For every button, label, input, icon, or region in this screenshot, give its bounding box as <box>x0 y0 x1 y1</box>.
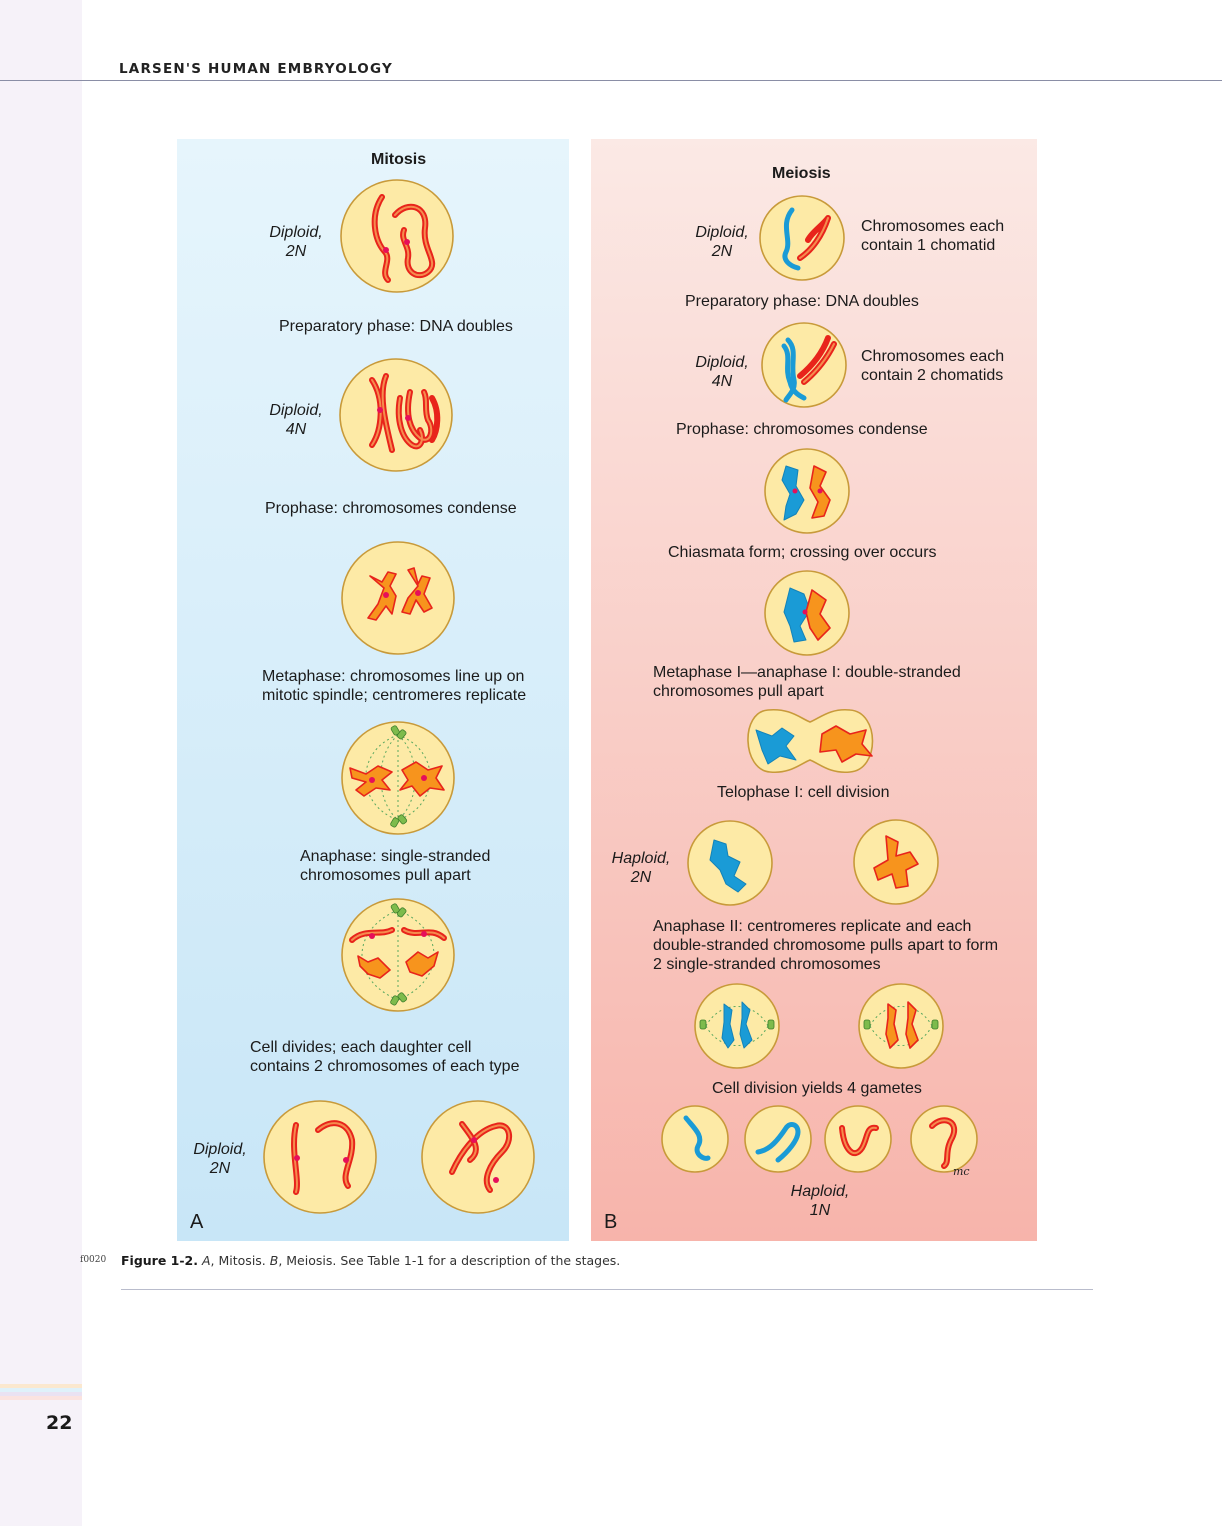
label-line: Cell divides; each daughter cell <box>250 1039 472 1056</box>
label-line: chromosomes pull apart <box>300 867 471 884</box>
caption-part-a-text: , Mitosis. <box>210 1253 270 1268</box>
label-line: Metaphase I—anaphase I: double-stranded <box>653 664 961 681</box>
mitosis-cell-metaphase <box>341 721 455 835</box>
meiosis-cell-haploid-left <box>687 820 773 906</box>
caption-label: Figure 1-2. <box>121 1253 198 1268</box>
meiosis-anaphase2-label: Anaphase II: centromeres replicate and e… <box>653 917 998 974</box>
label-line: 2 single-stranded chromosomes <box>653 956 881 973</box>
label-line: double-stranded chromosome pulls apart t… <box>653 937 999 954</box>
margin-color-stripe <box>0 1392 82 1396</box>
meiosis-ploidy-haploid-1n: Haploid, 1N <box>783 1182 857 1220</box>
meiosis-note-two-chromatids: Chromosomes each contain 2 chomatids <box>861 347 1004 385</box>
figure-caption: Figure 1-2. A, Mitosis. B, Meiosis. See … <box>121 1253 620 1268</box>
ploidy-text: 4N <box>711 373 733 390</box>
artist-signature: mc <box>953 1165 970 1178</box>
meiosis-cell-anaphase2-left <box>694 983 780 1069</box>
margin-color-stripe <box>0 1396 82 1400</box>
meiosis-gamete-2 <box>744 1105 812 1173</box>
mitosis-panel-letter: A <box>190 1211 204 1233</box>
caption-rule <box>121 1289 1093 1290</box>
mitosis-cell-condensed <box>341 541 455 655</box>
mitosis-title: Mitosis <box>371 151 427 168</box>
mitosis-division-label: Cell divides; each daughter cell contains… <box>250 1038 519 1076</box>
label-line: contains 2 chromosomes of each type <box>250 1058 520 1075</box>
meiosis-ploidy-haploid-2n: Haploid, 2N <box>604 849 678 887</box>
meiosis-prophase-label: Prophase: chromosomes condense <box>676 421 928 438</box>
mitosis-ploidy-bottom: Diploid, 2N <box>186 1140 254 1178</box>
ploidy-text: 2N <box>209 1160 231 1177</box>
mitosis-daughter-cell-right <box>421 1100 535 1214</box>
margin-strip <box>0 0 82 1526</box>
mitosis-anaphase-label: Anaphase: single-stranded chromosomes pul… <box>300 847 490 885</box>
margin-color-stripe <box>0 1388 82 1392</box>
meiosis-gamete-3 <box>824 1105 892 1173</box>
ploidy-text: Diploid, <box>193 1141 247 1158</box>
ploidy-text: 2N <box>285 243 307 260</box>
mitosis-preparatory-label: Preparatory phase: DNA doubles <box>279 318 513 335</box>
ploidy-text: 4N <box>285 421 307 438</box>
meiosis-title: Meiosis <box>772 165 831 182</box>
label-line: Anaphase II: centromeres replicate and e… <box>653 918 972 935</box>
meiosis-chiasmata-label: Chiasmata form; crossing over occurs <box>668 544 937 561</box>
meiosis-panel-letter: B <box>604 1211 618 1233</box>
label-line: contain 1 chomatid <box>861 237 996 254</box>
meiosis-ploidy-top: Diploid, 2N <box>688 223 756 261</box>
label-line: Metaphase: chromosomes line up on <box>262 668 525 685</box>
ploidy-text: 2N <box>711 243 733 260</box>
ploidy-text: 2N <box>630 869 652 886</box>
label-line: Anaphase: single-stranded <box>300 848 491 865</box>
label-line: Chromosomes each <box>861 348 1005 365</box>
meiosis-note-one-chromatid: Chromosomes each contain 1 chomatid <box>861 217 1004 255</box>
label-line: mitotic spindle; centromeres replicate <box>262 687 527 704</box>
mitosis-panel <box>177 139 569 1241</box>
mitosis-daughter-cell-left <box>263 1100 377 1214</box>
header-rule <box>0 80 1222 81</box>
mitosis-cell-diploid-4n <box>339 358 453 472</box>
mitosis-prophase-label: Prophase: chromosomes condense <box>265 500 517 517</box>
ploidy-text: Haploid, <box>790 1183 850 1200</box>
mitosis-cell-diploid-2n <box>340 179 454 293</box>
ploidy-text: Diploid, <box>269 224 323 241</box>
page-number: 22 <box>46 1412 73 1434</box>
meiosis-gamete-1 <box>661 1105 729 1173</box>
figure-id: f0020 <box>80 1255 107 1265</box>
caption-part-a-letter: A <box>201 1253 211 1268</box>
mitosis-cell-anaphase <box>341 898 455 1012</box>
meiosis-gamete-4 <box>910 1105 978 1173</box>
ploidy-text: Diploid, <box>695 224 749 241</box>
ploidy-text: Haploid, <box>611 850 671 867</box>
meiosis-gametes-label: Cell division yields 4 gametes <box>712 1080 922 1097</box>
label-line: chromosomes pull apart <box>653 683 824 700</box>
meiosis-ploidy-second: Diploid, 4N <box>688 353 756 391</box>
meiosis-metaphase1-label: Metaphase I—anaphase I: double-stranded c… <box>653 663 961 701</box>
meiosis-cell-diploid-2n <box>759 195 845 281</box>
meiosis-preparatory-label: Preparatory phase: DNA doubles <box>685 293 919 310</box>
caption-part-b-text: , Meiosis. See Table 1-1 for a descripti… <box>278 1253 621 1268</box>
meiosis-cell-haploid-right <box>853 819 939 905</box>
mitosis-ploidy-top: Diploid, 2N <box>262 223 330 261</box>
meiosis-cell-telophase <box>747 708 874 774</box>
meiosis-cell-diploid-4n <box>761 322 847 408</box>
mitosis-ploidy-second: Diploid, 4N <box>262 401 330 439</box>
ploidy-text: Diploid, <box>269 402 323 419</box>
meiosis-cell-chiasmata <box>764 570 850 656</box>
ploidy-text: Diploid, <box>695 354 749 371</box>
mitosis-metaphase-label: Metaphase: chromosomes line up on mitotic… <box>262 667 526 705</box>
meiosis-telophase1-label: Telophase I: cell division <box>717 784 890 801</box>
ploidy-text: 1N <box>809 1202 831 1219</box>
meiosis-cell-anaphase2-right <box>858 983 944 1069</box>
caption-part-b-letter: B <box>269 1253 279 1268</box>
meiosis-cell-prophase <box>764 448 850 534</box>
margin-color-stripe <box>0 1384 82 1388</box>
running-header-title: LARSEN'S HUMAN EMBRYOLOGY <box>119 61 393 77</box>
meiosis-panel <box>591 139 1037 1241</box>
label-line: contain 2 chomatids <box>861 367 1004 384</box>
label-line: Chromosomes each <box>861 218 1005 235</box>
